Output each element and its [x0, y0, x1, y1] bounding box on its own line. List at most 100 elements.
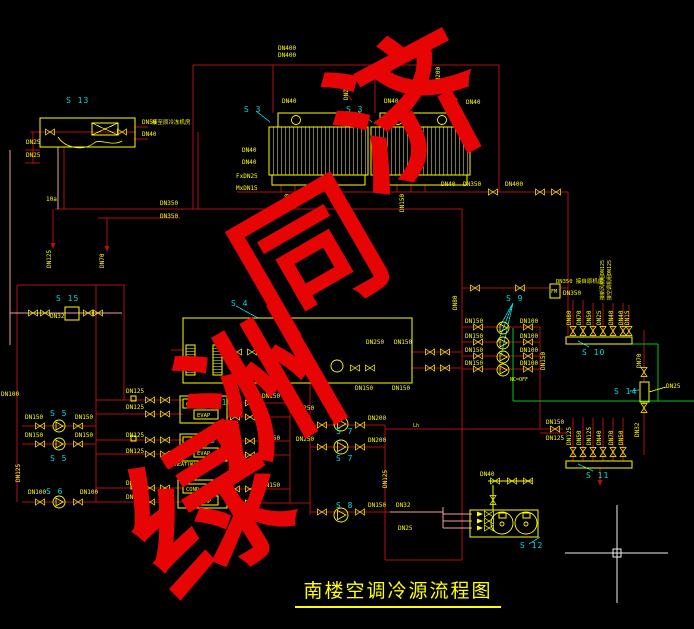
valve-icon[interactable]	[523, 352, 533, 360]
dn-label[interactable]: FxDN25	[236, 173, 258, 180]
valve-icon[interactable]	[230, 399, 240, 407]
dn-label[interactable]: DN125	[126, 388, 144, 395]
valve-icon[interactable]	[589, 326, 597, 336]
valve-icon[interactable]	[160, 436, 170, 444]
equipment-tag-s9[interactable]: S 9	[506, 294, 523, 303]
equipment-circle[interactable]	[490, 511, 514, 535]
dn-label[interactable]: Lh	[413, 423, 419, 429]
equipment-box[interactable]	[39, 117, 136, 148]
dn-label[interactable]: DN150	[262, 393, 280, 400]
valve-icon[interactable]	[247, 348, 257, 356]
dn-label[interactable]: DN150	[465, 360, 483, 367]
dn-label[interactable]: DN40	[282, 98, 297, 105]
equipment-tag-s7[interactable]: S 7	[336, 454, 353, 463]
equipment-tag-s11[interactable]: S 11	[586, 471, 609, 480]
valve-icon[interactable]	[245, 399, 255, 407]
valve-icon[interactable]	[160, 396, 170, 404]
equipment-box[interactable]	[177, 479, 228, 509]
pump-symbol[interactable]	[52, 495, 66, 509]
dn-label[interactable]: DN150	[262, 435, 280, 442]
equipment-tag-s12[interactable]: S 12	[520, 541, 543, 550]
valve-icon[interactable]	[523, 365, 533, 373]
valve-icon[interactable]	[640, 403, 648, 413]
leader-line[interactable]	[235, 305, 259, 319]
valve-icon[interactable]	[488, 188, 498, 196]
valve-icon[interactable]	[484, 517, 494, 525]
valve-icon[interactable]	[245, 413, 255, 421]
valve-icon[interactable]	[28, 309, 38, 317]
valve-icon[interactable]	[355, 421, 365, 429]
valve-icon[interactable]	[73, 422, 83, 430]
valve-icon[interactable]	[160, 484, 170, 492]
valve-icon[interactable]	[473, 352, 483, 360]
valve-icon[interactable]	[35, 440, 45, 448]
equipment-tag-s5[interactable]: S 5	[50, 454, 67, 463]
dn-label[interactable]: COND	[186, 402, 199, 408]
valve-icon[interactable]	[145, 410, 155, 418]
valve-icon[interactable]	[73, 498, 83, 506]
leader-line[interactable]	[500, 302, 514, 357]
dn-label[interactable]: DN250	[296, 405, 314, 412]
dn-label[interactable]: DN70	[576, 310, 583, 325]
dn-label[interactable]: DN350	[563, 290, 581, 297]
pump-symbol[interactable]	[496, 350, 510, 364]
valve-icon[interactable]	[523, 323, 533, 331]
valve-icon[interactable]	[425, 364, 435, 372]
dn-label[interactable]: DN70	[126, 494, 141, 501]
equipment-box[interactable]	[130, 483, 137, 490]
dn-label[interactable]: DN200	[368, 437, 386, 444]
dn-label[interactable]: DN100	[80, 489, 98, 496]
dn-label[interactable]: DN50	[586, 310, 593, 325]
equipment-circle[interactable]	[499, 521, 505, 527]
valve-icon[interactable]	[160, 410, 170, 418]
valve-icon[interactable]	[507, 477, 517, 485]
valve-icon[interactable]	[599, 326, 607, 336]
equipment-tag-s4[interactable]: S 4	[231, 299, 248, 308]
equipment-box[interactable]	[179, 395, 228, 424]
dn-label[interactable]: DN200	[368, 415, 386, 422]
leader-line[interactable]	[629, 389, 640, 392]
equipment-box[interactable]	[277, 112, 361, 128]
dn-label[interactable]: DN150	[465, 347, 483, 354]
valve-icon[interactable]	[569, 447, 577, 457]
dn-label[interactable]: EVAP	[198, 499, 212, 505]
equipment-box[interactable]	[522, 512, 531, 519]
dn-label[interactable]: DN100	[520, 318, 538, 325]
leader-line[interactable]	[577, 463, 594, 472]
equipment-box[interactable]	[130, 435, 137, 442]
dn-label[interactable]: DN40	[608, 310, 615, 325]
detail-line[interactable]	[91, 122, 119, 136]
equipment-box[interactable]	[565, 336, 633, 345]
dn-label[interactable]: DN40	[480, 471, 495, 478]
pump-symbol[interactable]	[496, 321, 510, 335]
valve-icon[interactable]	[589, 447, 597, 457]
equipment-box[interactable]	[379, 112, 463, 128]
dn-label[interactable]: DN40	[618, 310, 625, 325]
equipment-box[interactable]	[565, 460, 633, 469]
dn-label[interactable]: DN150	[25, 414, 43, 421]
dn-label[interactable]: DN125	[586, 427, 593, 445]
valve-icon[interactable]	[515, 284, 525, 292]
valve-icon[interactable]	[355, 508, 365, 516]
dn-label[interactable]: DN150	[394, 339, 412, 346]
dn-label[interactable]: DN125	[382, 470, 389, 488]
dn-label[interactable]: DN350	[160, 213, 178, 220]
dn-label[interactable]: DN25	[596, 310, 603, 325]
equipment-box[interactable]	[498, 512, 507, 519]
dn-label[interactable]: DN200	[435, 67, 442, 85]
dn-label[interactable]: DN125	[126, 432, 144, 439]
dn-label[interactable]: DN400	[278, 52, 296, 59]
dn-label[interactable]: DN125	[15, 464, 22, 482]
dn-label[interactable]: DN150	[546, 419, 564, 426]
valve-icon[interactable]	[245, 499, 255, 507]
valve-icon[interactable]	[579, 447, 587, 457]
valve-icon[interactable]	[232, 348, 242, 356]
dn-label[interactable]: DN150	[392, 385, 410, 392]
equipment-tag-s3[interactable]: S 3	[244, 105, 261, 114]
pump-symbol[interactable]	[52, 437, 66, 451]
valve-icon[interactable]	[484, 510, 494, 518]
valve-icon[interactable]	[355, 443, 365, 451]
valve-icon[interactable]	[473, 323, 483, 331]
equipment-box[interactable]	[182, 436, 207, 447]
